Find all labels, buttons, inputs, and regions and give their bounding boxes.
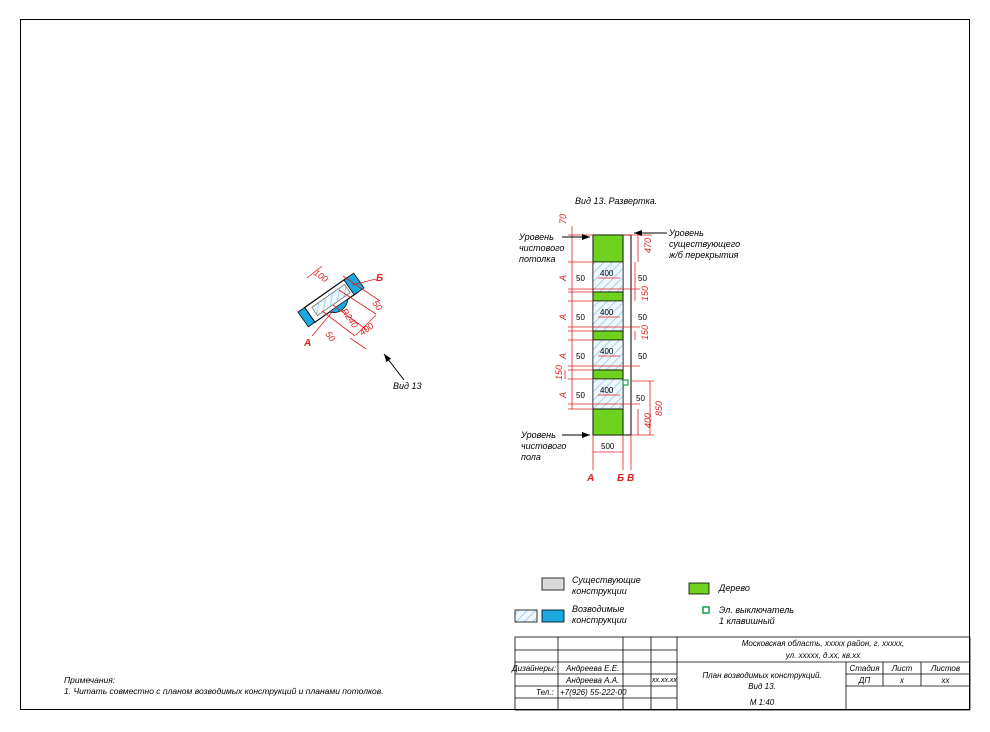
drawing-frame	[20, 19, 970, 710]
plan-mark-b: Б	[376, 273, 383, 284]
tb-phone: +7(926) 55-222-00	[560, 688, 627, 697]
dim-400-2: 400	[600, 308, 614, 317]
ceiling-level-label-2: чистового	[519, 243, 564, 253]
wood-block	[592, 291, 624, 302]
floor-level-label-2: чистового	[521, 441, 566, 451]
ceiling-level-label-3: потолка	[519, 254, 556, 264]
plan-mark-a: А	[303, 338, 311, 349]
axis-v: В	[627, 473, 634, 484]
floor-level-label-3: пола	[521, 452, 541, 462]
dim-a-2: А	[558, 314, 568, 321]
dim-70: 70	[558, 214, 568, 224]
plan-dim-50-top: 50	[370, 298, 384, 312]
tb-drawing-title-2: Вид 13.	[748, 682, 776, 691]
title-block	[514, 636, 971, 711]
slab-level-label-1: Уровень	[668, 228, 704, 238]
dim-850: 850	[654, 401, 664, 416]
tb-stage: ДП	[858, 676, 871, 685]
notes: Примечания: 1. Читать совместно с планом…	[64, 675, 384, 697]
tb-sheet: х	[900, 676, 904, 685]
tb-stage-header: Стадия	[849, 664, 880, 673]
tb-phone-label: Тел.:	[536, 688, 554, 697]
dim-400-1: 400	[600, 269, 614, 278]
slab-level-label-2: существующего	[669, 239, 740, 249]
tb-drawing-title-1: План возводимых конструкций.	[702, 671, 822, 680]
view-arrow	[383, 353, 405, 381]
dim-50: 50	[576, 274, 585, 283]
slab-level-label-3: ж/б перекрытия	[668, 250, 739, 260]
plan-detail: 100 50 R240 50 400 Б А Вид 13	[297, 265, 422, 391]
dim-50: 50	[576, 313, 585, 322]
axis-b: Б	[617, 473, 624, 484]
dim-150-1: 150	[640, 286, 650, 301]
dim-500: 500	[601, 442, 615, 451]
legend-swatch-new	[541, 609, 565, 623]
tb-sheet-header: Лист	[891, 664, 913, 673]
legend-switch-icon	[702, 606, 710, 614]
wood-block	[592, 408, 624, 436]
legend-existing-1: Существующие	[572, 575, 641, 585]
legend-existing-2: конструкции	[572, 586, 627, 596]
tb-sheets-header: Листов	[930, 664, 961, 673]
tb-date: хх.хх.хх	[652, 677, 677, 684]
legend-new-2: конструкции	[572, 615, 627, 625]
dim-150-3: 150	[554, 365, 564, 380]
plan-dim-100: 100	[312, 267, 330, 284]
dim-50: 50	[638, 274, 647, 283]
tb-address-1: Московская область, ххххх район, г. хххх…	[741, 639, 905, 648]
wood-block	[592, 369, 624, 380]
wood-block	[592, 234, 624, 263]
dim-a-1: А	[558, 275, 568, 282]
legend-switch-1: Эл. выключатель	[719, 605, 794, 615]
legend-swatch-wood	[688, 582, 710, 595]
wood-block	[592, 330, 624, 341]
view-arrow-label: Вид 13	[393, 381, 422, 391]
dim-50: 50	[638, 313, 647, 322]
ceiling-level-label-1: Уровень	[518, 232, 554, 242]
floor-level-label-1: Уровень	[520, 430, 556, 440]
elevation-view: Вид 13. Развертка.	[518, 196, 740, 484]
legend-new-1: Возводимые	[572, 604, 624, 614]
tb-address-2: ул. ххххх, д.хх, кв.хх	[785, 651, 861, 660]
legend-swatch-new-hatch	[514, 609, 538, 623]
axis-a: А	[586, 473, 594, 484]
legend: Существующие конструкции Дерево Возводим…	[514, 575, 794, 626]
plan-dim-50-bottom: 50	[323, 329, 337, 343]
tb-designers-label: Дизайнеры:	[512, 664, 557, 673]
dim-50: 50	[576, 352, 585, 361]
dim-400-4: 400	[600, 386, 614, 395]
dim-400-right: 400	[643, 413, 653, 428]
tb-sheets: хх	[941, 676, 950, 685]
tb-scale: М 1:40	[749, 698, 775, 707]
dim-50: 50	[576, 391, 585, 400]
notes-heading: Примечания:	[64, 675, 116, 685]
dim-150-2: 150	[640, 325, 650, 340]
legend-swatch-existing	[541, 577, 565, 591]
dim-50: 50	[636, 394, 645, 403]
dim-50: 50	[638, 352, 647, 361]
dim-a-4: А	[558, 392, 568, 399]
notes-line-1: 1. Читать совместно с планом возводимых …	[64, 686, 384, 696]
legend-wood: Дерево	[718, 583, 750, 593]
legend-switch-2: 1 клавишный	[719, 616, 775, 626]
switch-mark	[622, 379, 629, 386]
tb-designer-2: Андреева А.А.	[566, 676, 620, 685]
dim-470: 470	[643, 238, 653, 253]
dim-a-3: А	[558, 353, 568, 360]
elevation-title: Вид 13. Развертка.	[575, 196, 657, 206]
dim-400-3: 400	[600, 347, 614, 356]
tb-designer-1: Андреева Е.Е.	[566, 664, 620, 673]
